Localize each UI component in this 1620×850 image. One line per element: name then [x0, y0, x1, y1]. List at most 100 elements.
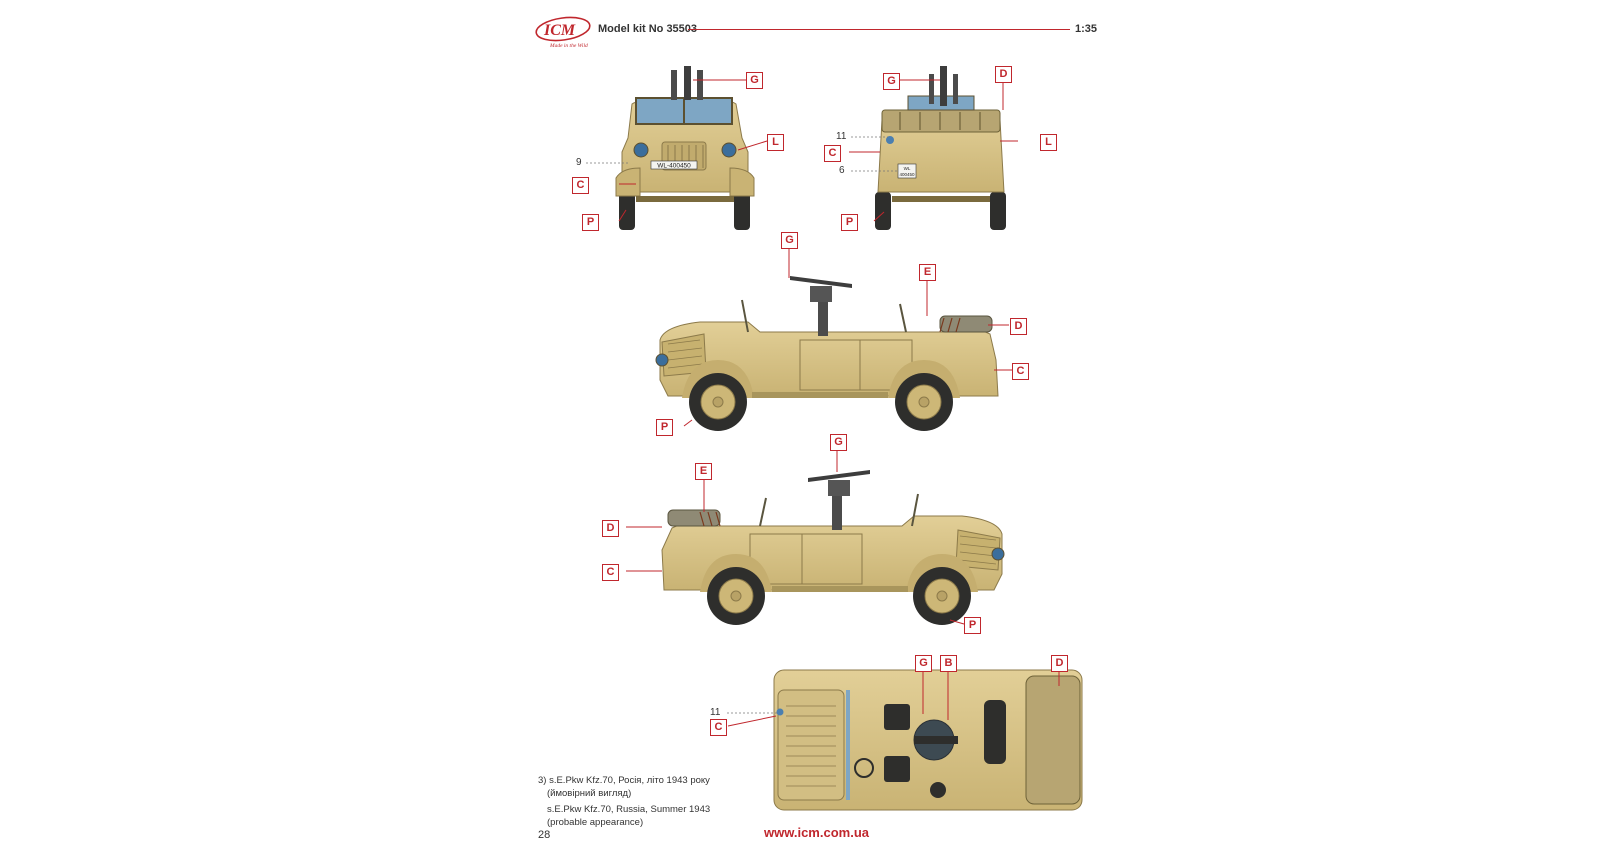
callout-right-d: D: [1010, 318, 1027, 335]
top-windscreen: [846, 690, 850, 800]
right-gun-pillar: [818, 300, 828, 336]
right-rear-bow: [899, 303, 907, 333]
callout-front-l: L: [767, 134, 784, 151]
left-running-board: [772, 586, 908, 592]
left-rear-bow: [759, 497, 767, 527]
top-steering-wheel: [854, 758, 874, 778]
leader-lines: [618, 79, 1060, 727]
rear-view: WL 400450: [875, 66, 1006, 230]
right-headlight: [655, 353, 669, 367]
top-hood: [777, 689, 845, 801]
rear-axle: [892, 196, 990, 202]
front-view: WL-400450: [615, 66, 755, 230]
number-leaders: [586, 136, 898, 714]
front-right-tire: [734, 192, 750, 230]
top-view: [773, 669, 1083, 811]
header-rule: [688, 29, 1070, 31]
left-windscreen-frame: [911, 493, 919, 527]
page-number: 28: [538, 829, 551, 841]
top-divisional-sign: [776, 708, 784, 716]
front-gun-mount-3: [697, 70, 703, 100]
right-running-board: [752, 392, 888, 398]
svg-text:Made in the Wild: Made in the Wild: [549, 43, 588, 49]
left-door-2: [801, 533, 863, 585]
rear-gun-mount-3: [953, 74, 958, 104]
callout-left-e: E: [695, 463, 712, 480]
rear-gun-mount-2: [929, 74, 934, 104]
svg-text:ICM: ICM: [543, 22, 576, 39]
left-hood-grille: [955, 529, 1001, 571]
left-side-view: [661, 470, 1005, 625]
right-stowage: [939, 315, 993, 333]
left-stowage: [667, 509, 721, 527]
rear-plate-top: WL: [904, 166, 911, 171]
callout-rear-p: P: [841, 214, 858, 231]
front-axle: [636, 196, 734, 202]
rear-left-tire: [875, 192, 891, 230]
rear-gun-mount: [940, 66, 947, 106]
rear-plate: [897, 163, 917, 179]
top-spare-wheel: [930, 782, 946, 798]
callout-left-d: D: [602, 520, 619, 537]
front-plate: [650, 160, 698, 170]
callout-left-c: C: [602, 564, 619, 581]
left-headlight: [991, 547, 1005, 561]
front-gun-mount: [671, 70, 677, 100]
caption-en-line1: s.E.Pkw Kfz.70, Russia, Summer 1943: [547, 804, 711, 815]
left-gun-barrels: [808, 470, 870, 482]
callout-top-g: G: [915, 655, 932, 672]
top-front-seat-1: [884, 704, 910, 730]
icm-logo-mark: ICM Made in the Wild: [535, 16, 591, 49]
callout-top-b: B: [940, 655, 957, 672]
front-left-headlight: [633, 142, 649, 158]
top-gun-barrels: [914, 736, 958, 744]
number-top-11: 11: [710, 707, 721, 718]
left-front-cap: [936, 590, 948, 602]
front-right-headlight: [721, 142, 737, 158]
right-gun-barrels: [790, 276, 852, 288]
kit-number: Model kit No 35503: [598, 23, 698, 35]
callout-front-p: P: [582, 214, 599, 231]
callout-front-g: G: [746, 72, 763, 89]
right-gun-shield: [810, 286, 832, 302]
caption-en-line2: (probable appearance): [547, 816, 644, 828]
rear-plate-bottom: 400450: [899, 172, 915, 177]
front-left-tire: [619, 192, 635, 230]
callout-left-p: P: [964, 617, 981, 634]
callout-top-c: C: [710, 719, 727, 736]
number-rear-11: 11: [836, 131, 847, 142]
front-right-fender: [729, 167, 755, 197]
callout-right-p: P: [656, 419, 673, 436]
callout-rear-d: D: [995, 66, 1012, 83]
caption-ua-line1: 3) s.E.Pkw Kfz.70, Росія, літо 1943 року: [538, 775, 710, 786]
right-front-cap: [712, 396, 724, 408]
right-rear-cap: [918, 396, 930, 408]
icm-logo: ICM Made in the Wild: [534, 16, 592, 50]
callout-left-g: G: [830, 434, 847, 451]
footer-url-link[interactable]: www.icm.com.ua: [764, 825, 869, 840]
left-gun-pillar: [832, 494, 842, 530]
caption: 3) s.E.Pkw Kfz.70, Росія, літо 1943 року…: [538, 775, 710, 829]
callout-rear-g: G: [883, 73, 900, 90]
rear-right-tire: [990, 192, 1006, 230]
callout-rear-l: L: [1040, 134, 1057, 151]
right-side-view: [655, 276, 999, 431]
front-left-fender: [615, 167, 641, 197]
top-rear-seat: [984, 700, 1006, 764]
number-rear-6: 6: [839, 165, 845, 176]
left-rear-cap: [730, 590, 742, 602]
top-tarp: [1025, 675, 1081, 805]
number-front-9: 9: [576, 157, 582, 168]
front-plate-text: WL-400450: [657, 163, 691, 170]
rear-divisional-sign: [886, 136, 894, 144]
callout-top-d: D: [1051, 655, 1068, 672]
callout-right-e: E: [919, 264, 936, 281]
left-gun-shield: [828, 480, 850, 496]
callout-rear-c: C: [824, 145, 841, 162]
callout-right-c: C: [1012, 363, 1029, 380]
scale-label: 1:35: [1075, 23, 1098, 35]
caption-ua-line2: (ймовірний вигляд): [547, 787, 632, 799]
callout-right-g: G: [781, 232, 798, 249]
right-windscreen-frame: [741, 299, 749, 333]
